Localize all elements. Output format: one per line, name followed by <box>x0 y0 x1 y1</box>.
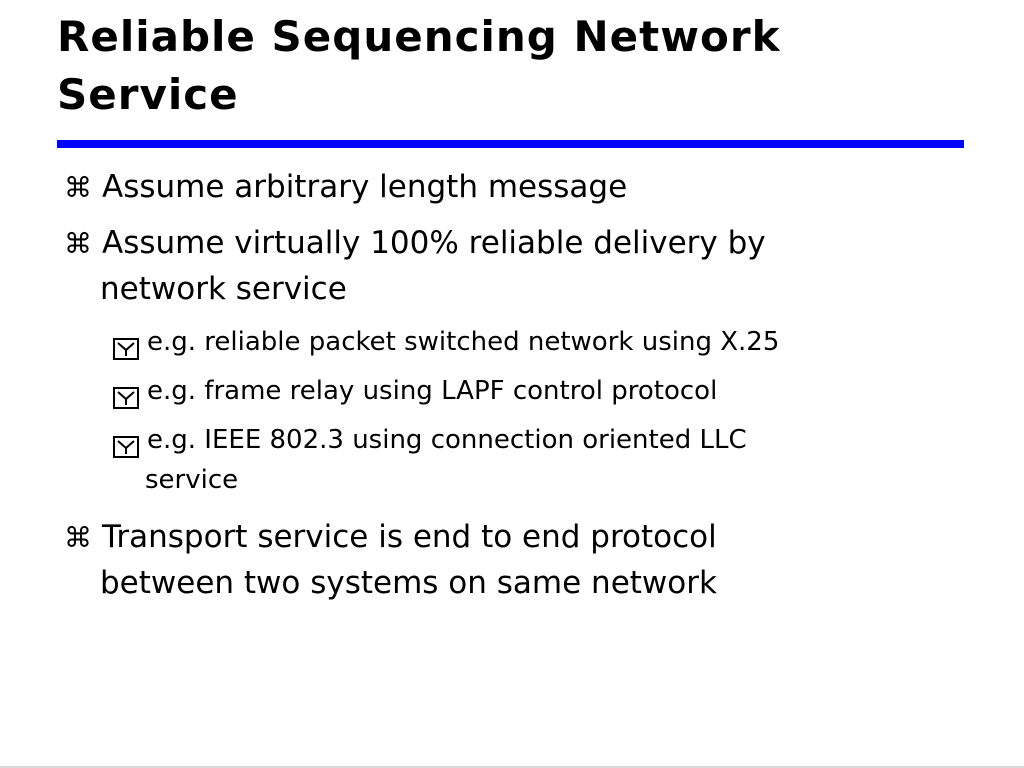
sub-bullet-item: e.g. reliable packet switched network us… <box>113 322 913 362</box>
bullet-text-line-1: Assume arbitrary length message <box>102 169 628 205</box>
sub-bullet-item: e.g. IEEE 802.3 using connection oriente… <box>113 420 913 500</box>
slide-title: Reliable Sequencing Network Service <box>57 8 997 124</box>
bullet-item: ⌘ Assume arbitrary length message <box>64 164 864 210</box>
sub-bullet-text-line-1: e.g. frame relay using LAPF control prot… <box>147 376 718 406</box>
z-bullet-icon: ⌘ <box>64 227 92 260</box>
slide-title-line-1: Reliable Sequencing Network <box>57 12 781 61</box>
sub-bullet-text-line-1: e.g. reliable packet switched network us… <box>147 327 780 357</box>
bullet-item: ⌘ Transport service is end to end protoc… <box>64 514 864 606</box>
slide-title-line-2: Service <box>57 70 239 119</box>
bullet-item: ⌘ Assume virtually 100% reliable deliver… <box>64 220 864 312</box>
y-checkbox-bullet-icon <box>113 332 139 360</box>
z-bullet-icon: ⌘ <box>64 521 92 554</box>
slide-bottom-edge <box>0 766 1024 768</box>
bullet-text-line-1: Assume virtually 100% reliable delivery … <box>102 225 766 261</box>
bullet-text-line-1: Transport service is end to end protocol <box>102 519 717 555</box>
bullet-text-line-2: between two systems on same network <box>100 565 717 601</box>
sub-bullet-item: e.g. frame relay using LAPF control prot… <box>113 371 913 411</box>
sub-bullet-text-line-1: e.g. IEEE 802.3 using connection oriente… <box>147 425 747 455</box>
y-checkbox-bullet-icon <box>113 430 139 458</box>
sub-bullet-text-line-2: service <box>145 465 239 495</box>
bullet-text-line-2: network service <box>100 271 347 307</box>
title-underline-rule <box>57 140 964 148</box>
y-checkbox-bullet-icon <box>113 381 139 409</box>
z-bullet-icon: ⌘ <box>64 171 92 204</box>
